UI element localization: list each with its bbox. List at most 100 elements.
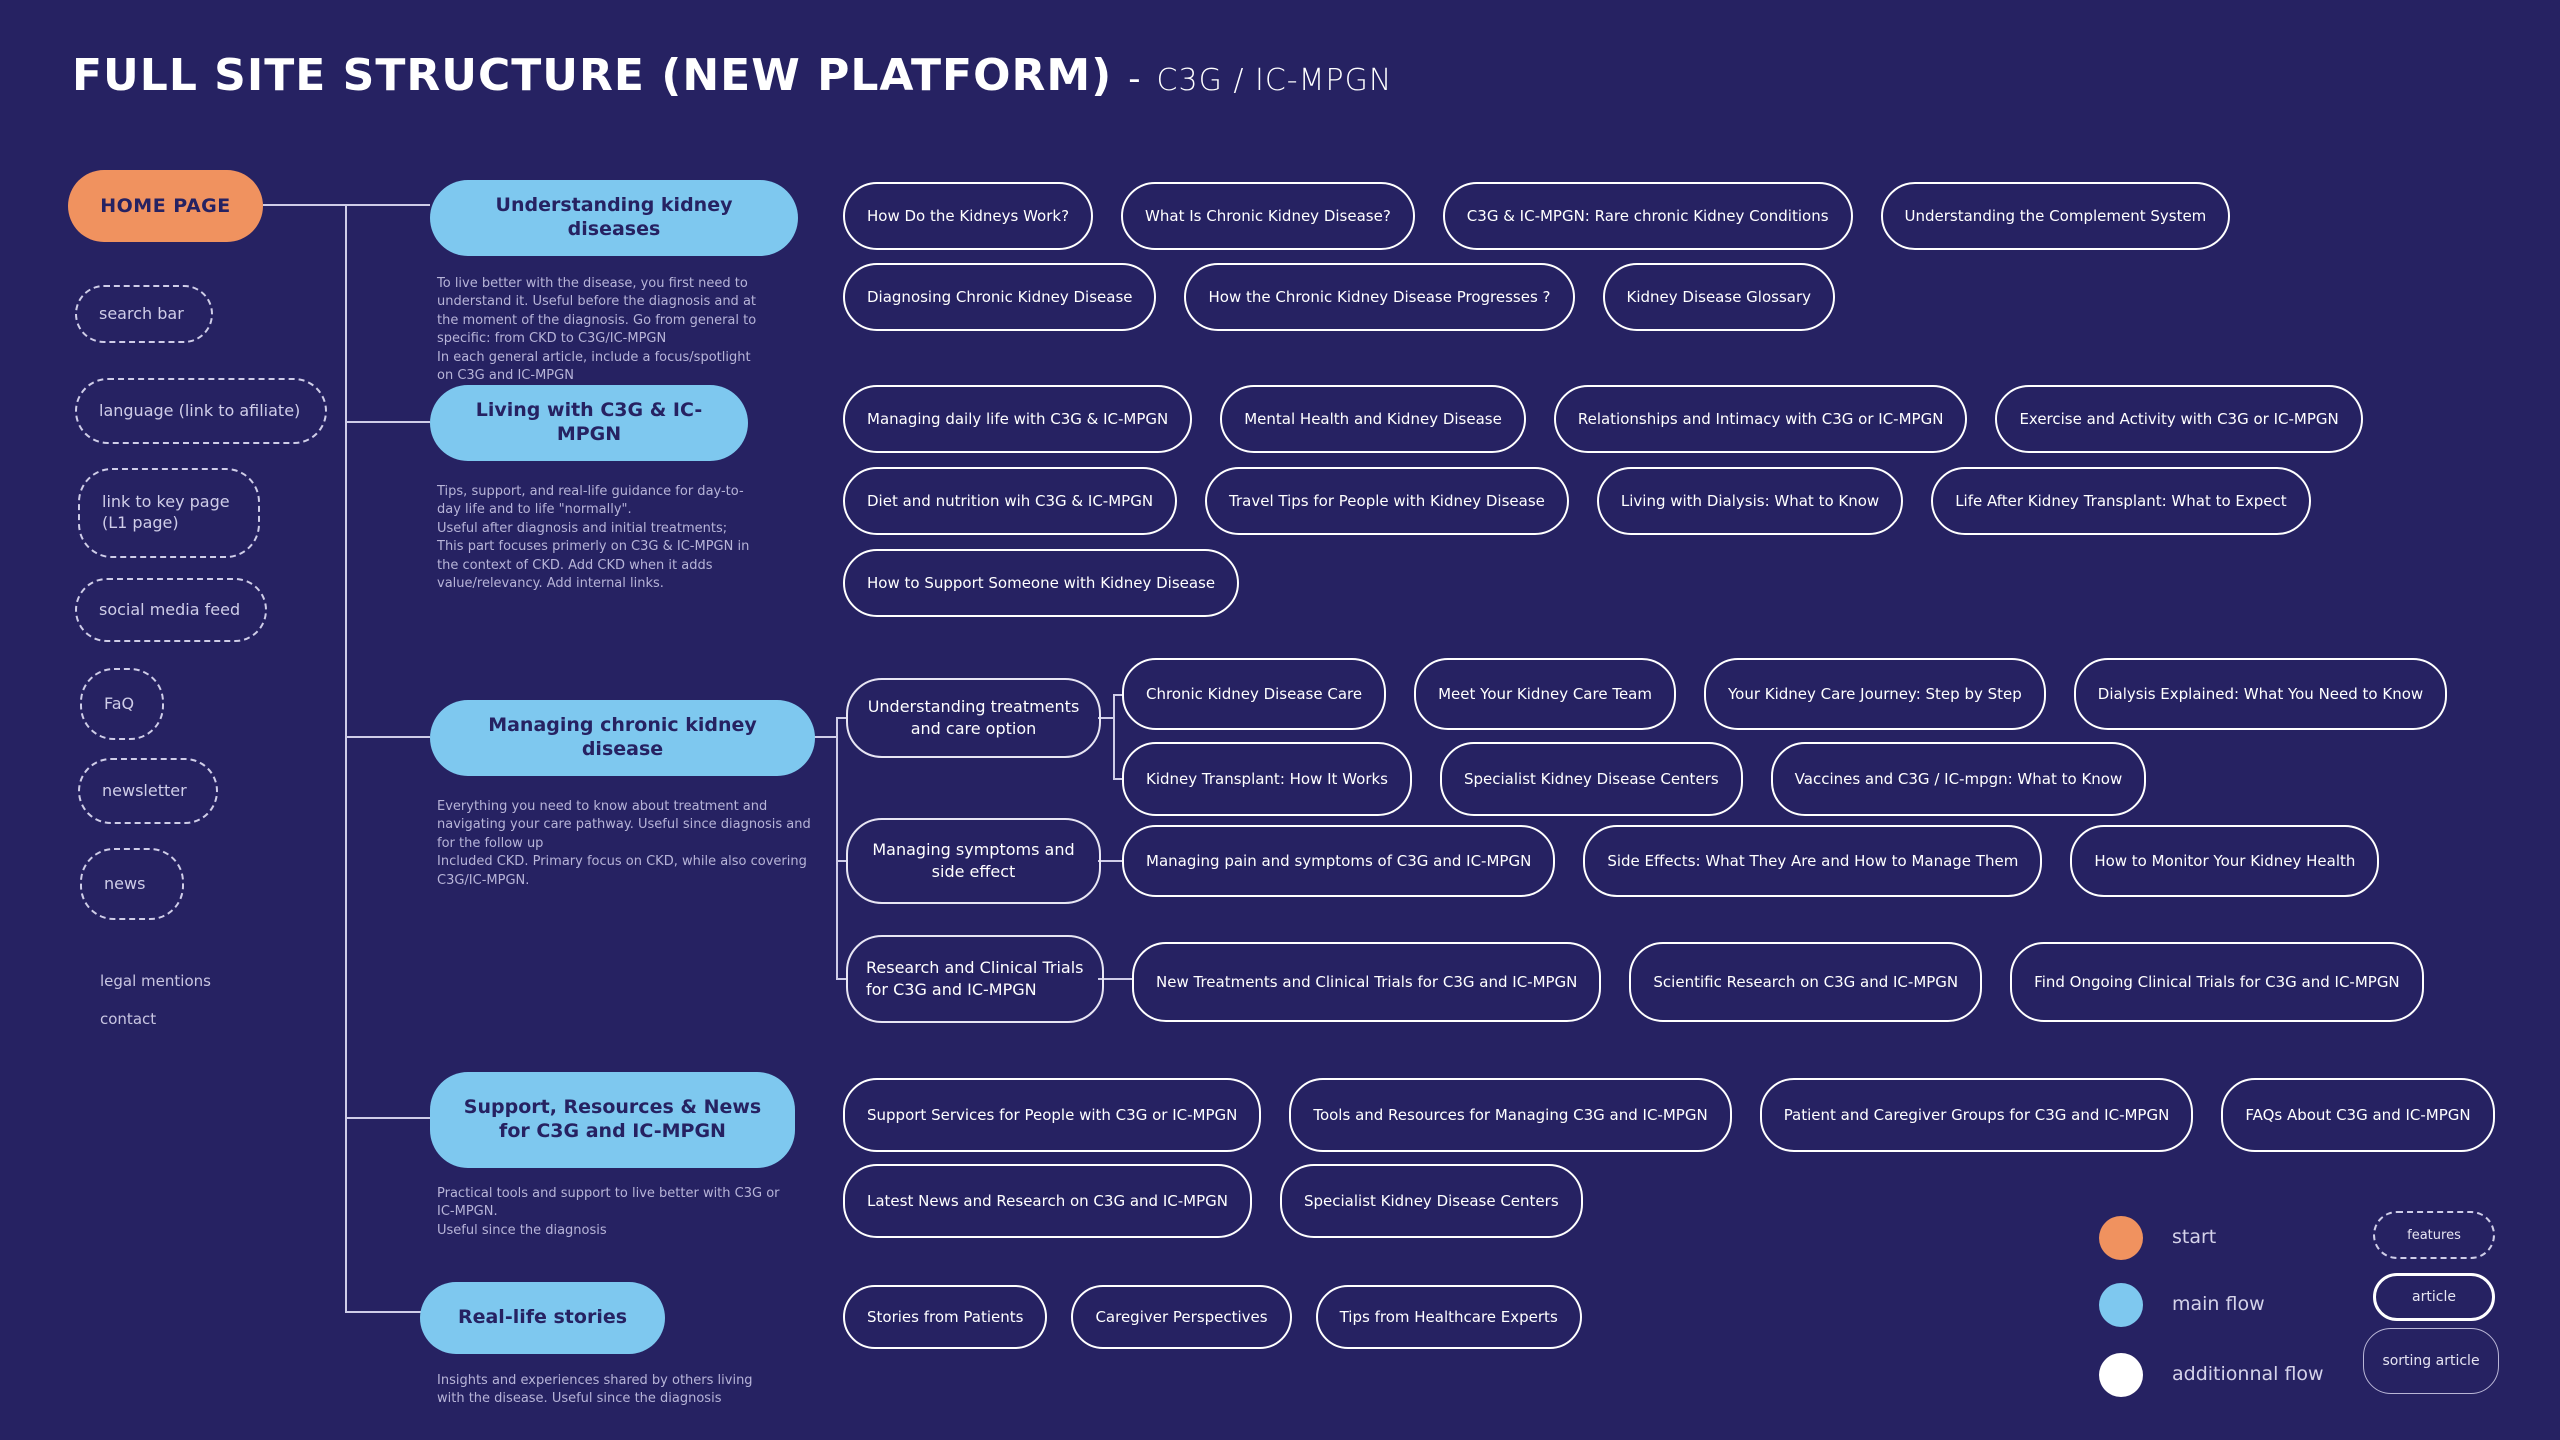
article-group: Managing daily life with C3G & IC-MPGN M… <box>843 385 2363 617</box>
legal-mentions-link: legal mentions <box>100 972 211 990</box>
connector-line <box>345 736 430 738</box>
subsection-label: Understanding treatments and care option <box>867 697 1080 738</box>
feature-link-key-page: link to key page (L1 page) <box>78 468 260 558</box>
subsection-managing-symptoms: Managing symptoms and side effect <box>846 818 1101 904</box>
legend-start-label: start <box>2172 1226 2217 1248</box>
section-managing-ckd: Managing chronic kidney disease <box>430 700 815 776</box>
article-pill: Exercise and Activity with C3G or IC-MPG… <box>1995 385 2363 453</box>
article-pill: Understanding the Complement System <box>1880 182 2231 250</box>
feature-search-bar: search bar <box>75 285 213 343</box>
connector-line <box>1098 860 1122 862</box>
page-title-main: FULL SITE STRUCTURE (NEW PLATFORM) <box>72 50 1113 101</box>
article-group: How Do the Kidneys Work? What Is Chronic… <box>843 182 2231 331</box>
article-pill: Scientific Research on C3G and IC-MPGN <box>1629 942 1983 1022</box>
legend-sorting-article-label: sorting article <box>2382 1353 2480 1369</box>
article-pill: Latest News and Research on C3G and IC-M… <box>843 1164 1252 1238</box>
feature-label: link to key page (L1 page) <box>102 492 230 532</box>
article-group: New Treatments and Clinical Trials for C… <box>1132 942 2424 1022</box>
article-pill: Managing pain and symptoms of C3G and IC… <box>1122 825 1556 897</box>
feature-label: news <box>104 873 146 893</box>
feature-newsletter: newsletter <box>78 758 218 824</box>
connector-line <box>836 978 846 980</box>
section-understanding-kidney-diseases: Understanding kidney diseases <box>430 180 798 256</box>
subsection-understanding-treatments: Understanding treatments and care option <box>846 678 1101 758</box>
connector-line <box>345 1311 430 1313</box>
legend-main-flow-label: main flow <box>2172 1293 2265 1315</box>
article-row: Managing pain and symptoms of C3G and IC… <box>1122 825 2380 897</box>
article-pill: Kidney Disease Glossary <box>1602 263 1836 331</box>
article-pill: FAQs About C3G and IC-MPGN <box>2221 1078 2495 1152</box>
section-description: Everything you need to know about treatm… <box>437 799 811 888</box>
section-support-resources-news: Support, Resources & News for C3G and IC… <box>430 1072 795 1168</box>
connector-line <box>1113 694 1115 780</box>
article-pill: Specialist Kidney Disease Centers <box>1279 1164 1583 1238</box>
article-row: Kidney Transplant: How It Works Speciali… <box>1122 742 2447 816</box>
article-pill: Living with Dialysis: What to Know <box>1596 467 1904 535</box>
article-pill: Diet and nutrition wih C3G & IC-MPGN <box>843 467 1178 535</box>
article-row: How Do the Kidneys Work? What Is Chronic… <box>843 182 2231 250</box>
article-pill: Stories from Patients <box>843 1285 1048 1349</box>
legend-sorting-article-pill: sorting article <box>2363 1328 2499 1394</box>
article-pill: Chronic Kidney Disease Care <box>1122 658 1387 730</box>
section-label: Living with C3G & IC-MPGN <box>475 399 703 445</box>
connector-line <box>345 421 430 423</box>
article-pill: Kidney Transplant: How It Works <box>1122 742 1412 816</box>
subsection-research-clinical-trials: Research and Clinical Trials for C3G and… <box>846 935 1104 1023</box>
article-pill: Side Effects: What They Are and How to M… <box>1583 825 2043 897</box>
article-pill: How Do the Kidneys Work? <box>843 182 1094 250</box>
feature-label: social media feed <box>99 599 241 619</box>
legend-main-flow-circle <box>2099 1283 2143 1327</box>
connector-line <box>345 1117 430 1119</box>
article-pill: How to Monitor Your Kidney Health <box>2070 825 2380 897</box>
page-title-separator: - <box>1128 59 1141 99</box>
connector-line <box>1113 778 1122 780</box>
article-row: Diet and nutrition wih C3G & IC-MPGN Tra… <box>843 467 2363 535</box>
feature-label: FaQ <box>104 693 135 713</box>
subsection-label: Managing symptoms and side effect <box>872 840 1075 881</box>
article-row: Chronic Kidney Disease Care Meet Your Ki… <box>1122 658 2448 730</box>
legend-article-pill: article <box>2373 1273 2495 1321</box>
section-description: Tips, support, and real-life guidance fo… <box>437 484 750 592</box>
article-pill: Managing daily life with C3G & IC-MPGN <box>843 385 1193 453</box>
article-pill: Relationships and Intimacy with C3G or I… <box>1553 385 1968 453</box>
article-pill: Tools and Resources for Managing C3G and… <box>1289 1078 1732 1152</box>
legend-additional-flow-label: additionnal flow <box>2172 1363 2324 1385</box>
article-row: Stories from Patients Caregiver Perspect… <box>843 1285 1582 1349</box>
article-row: How to Support Someone with Kidney Disea… <box>843 549 2363 617</box>
article-row: Diagnosing Chronic Kidney Disease How th… <box>843 263 2230 331</box>
article-pill: Mental Health and Kidney Disease <box>1220 385 1526 453</box>
section-label: Managing chronic kidney disease <box>488 714 757 760</box>
article-pill: Travel Tips for People with Kidney Disea… <box>1205 467 1569 535</box>
article-row: New Treatments and Clinical Trials for C… <box>1132 942 2424 1022</box>
connector-line <box>345 204 347 1312</box>
article-group: Managing pain and symptoms of C3G and IC… <box>1122 825 2380 897</box>
article-pill: Tips from Healthcare Experts <box>1315 1285 1582 1349</box>
connector-line <box>836 860 846 862</box>
article-group: Stories from Patients Caregiver Perspect… <box>843 1285 1582 1349</box>
article-pill: New Treatments and Clinical Trials for C… <box>1132 942 1602 1022</box>
connector-line <box>800 736 838 738</box>
article-group: Support Services for People with C3G or … <box>843 1078 2495 1238</box>
connector-line <box>836 717 838 979</box>
article-pill: Specialist Kidney Disease Centers <box>1440 742 1743 816</box>
article-row: Latest News and Research on C3G and IC-M… <box>843 1164 2495 1238</box>
connector-line <box>1098 717 1113 719</box>
home-page-label: HOME PAGE <box>100 195 231 217</box>
subsection-label: Research and Clinical Trials for C3G and… <box>866 958 1084 999</box>
article-pill: C3G & IC-MPGN: Rare chronic Kidney Condi… <box>1442 182 1853 250</box>
article-pill: How to Support Someone with Kidney Disea… <box>843 549 1240 617</box>
article-pill: What Is Chronic Kidney Disease? <box>1121 182 1415 250</box>
legend-start-circle <box>2099 1216 2143 1260</box>
connector-line <box>1098 978 1132 980</box>
connector-line <box>836 717 846 719</box>
section-label: Real-life stories <box>457 1306 628 1329</box>
section-description: Insights and experiences shared by other… <box>437 1373 753 1407</box>
feature-language: language (link to afiliate) <box>75 378 327 444</box>
article-pill: Caregiver Perspectives <box>1071 1285 1292 1349</box>
legend-features-pill: features <box>2373 1211 2495 1259</box>
section-living-with-c3g: Living with C3G & IC-MPGN <box>430 385 748 461</box>
article-row: Managing daily life with C3G & IC-MPGN M… <box>843 385 2363 453</box>
section-label: Support, Resources & News for C3G and IC… <box>463 1096 762 1142</box>
feature-label: language (link to afiliate) <box>99 400 301 420</box>
